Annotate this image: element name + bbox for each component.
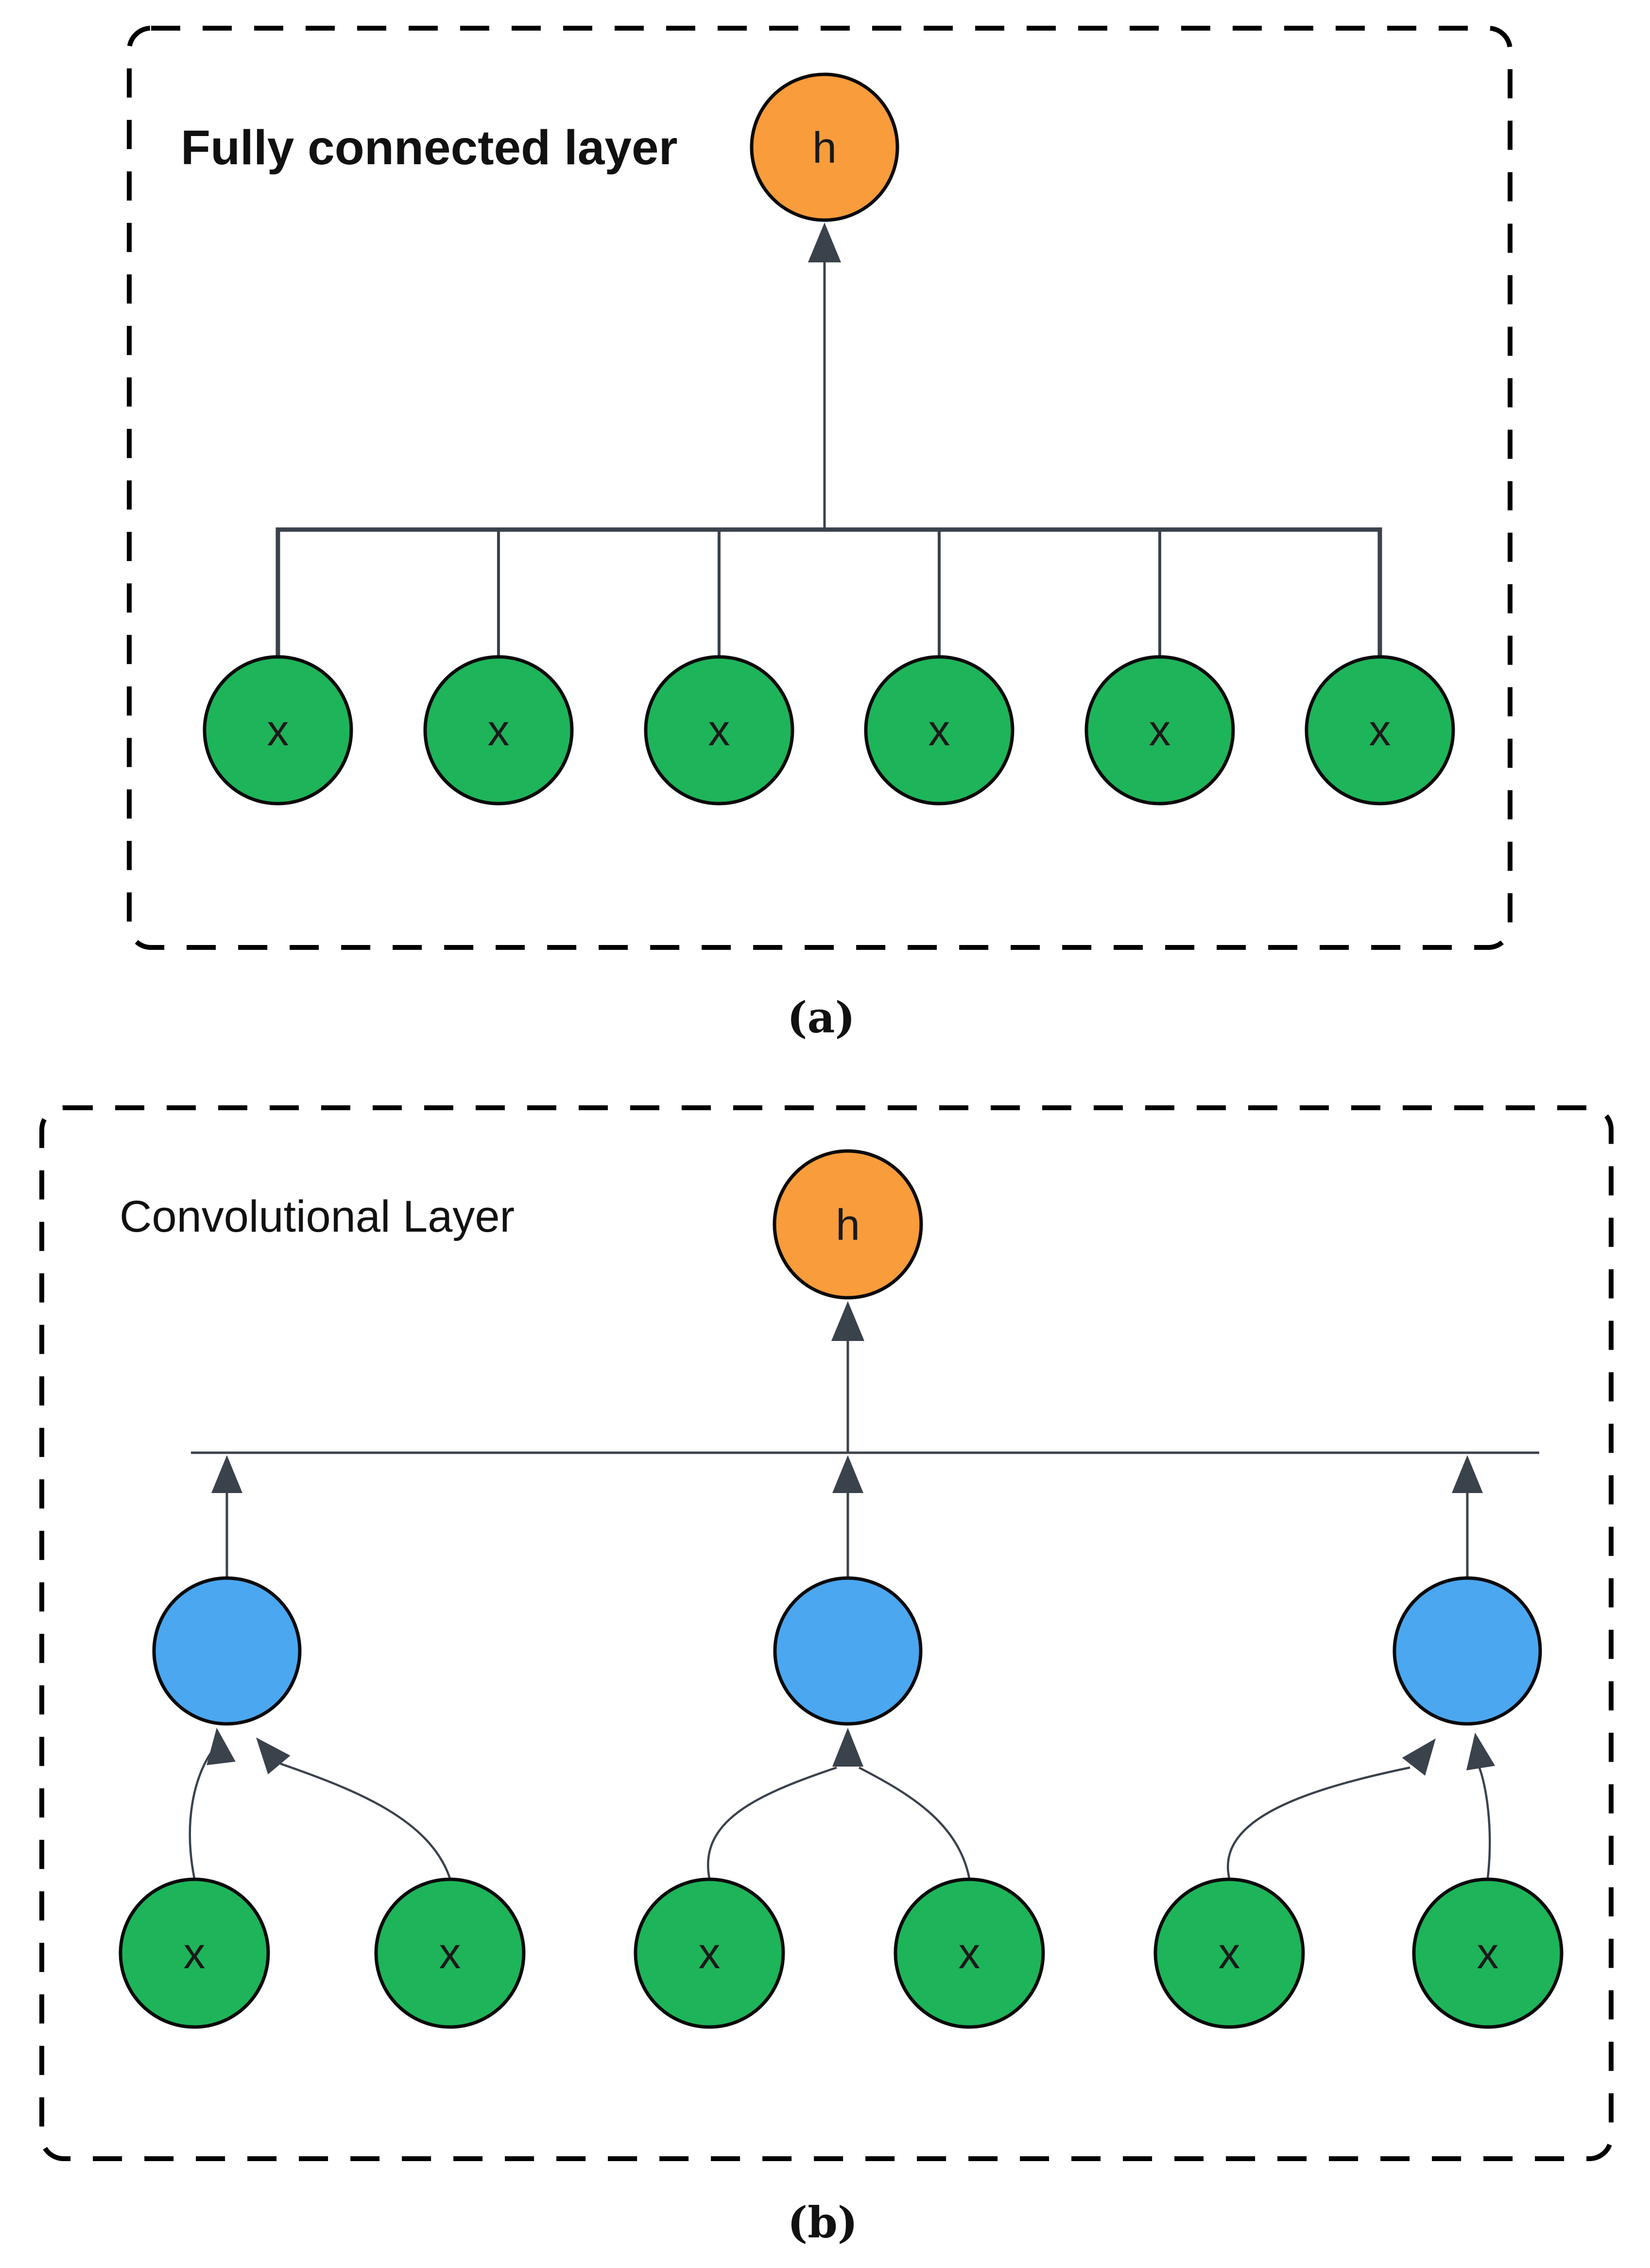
input-node-b-6	[1412, 1877, 1564, 2029]
input-node-b-6-label: x	[1477, 1929, 1499, 1978]
feature-node-2	[773, 1576, 923, 1726]
panel-a-dashed-border	[127, 26, 1512, 950]
edge-x2-arrowhead	[256, 1737, 291, 1774]
panel-a: Fully connected layer h x x x x x x (a)	[127, 26, 1512, 1043]
input-node-a-1-label: x	[267, 706, 289, 755]
input-node-a-4-label: x	[928, 706, 950, 755]
input-node-b-2-label: x	[439, 1929, 461, 1978]
input-node-a-3-label: x	[708, 706, 730, 755]
panel-b-feature-risers	[211, 1455, 1483, 1578]
input-node-b-5	[1153, 1877, 1305, 2029]
input-node-b-4-label: x	[959, 1929, 980, 1978]
edge-x4-to-f2	[858, 1767, 971, 1879]
input-node-b-3	[634, 1877, 785, 2029]
input-node-a-6-label: x	[1369, 706, 1391, 755]
panel-b-hidden-node	[773, 1149, 923, 1300]
panel-a-hidden-node	[750, 72, 899, 222]
input-node-a-1	[203, 655, 353, 806]
panel-b-input-edges	[189, 1728, 1495, 1879]
feature-node-1	[152, 1576, 302, 1726]
feature-riser-1-arrowhead	[211, 1455, 242, 1493]
panel-b-input-nodes: x x x x x x	[119, 1877, 1564, 2029]
panel-a-input-nodes: x x x x x x	[203, 655, 1455, 806]
feature-node-3	[1392, 1576, 1542, 1726]
feature-riser-3-arrowhead	[1452, 1455, 1483, 1493]
edge-x5-arrowhead	[1402, 1738, 1436, 1776]
input-node-a-2-label: x	[488, 706, 510, 755]
edge-x6-to-f3	[1478, 1766, 1491, 1879]
panel-b-arrowhead-to-h	[831, 1301, 864, 1341]
input-node-a-4	[864, 655, 1014, 806]
edge-x1-to-f1	[189, 1752, 212, 1879]
panel-a-hidden-node-label: h	[812, 124, 837, 172]
input-node-b-5-label: x	[1219, 1929, 1240, 1978]
input-node-b-1	[119, 1877, 270, 2029]
input-node-b-1-label: x	[184, 1929, 206, 1978]
panel-a-arrowhead-to-h	[808, 223, 841, 262]
panel-a-connector-bracket	[275, 527, 1382, 657]
input-node-a-5-label: x	[1149, 706, 1171, 755]
input-node-a-5	[1084, 655, 1235, 806]
edge-x3-to-f2	[707, 1766, 837, 1879]
panel-b-hidden-node-label: h	[836, 1201, 860, 1250]
input-node-a-3	[644, 655, 794, 806]
input-node-b-3-label: x	[699, 1929, 721, 1978]
panel-b-feature-nodes	[152, 1576, 1542, 1726]
feature-riser-2-arrowhead	[832, 1455, 863, 1493]
input-node-a-6	[1305, 655, 1455, 806]
panel-a-title: Fully connected layer	[181, 120, 678, 175]
panel-b: Convolutional Layer h	[39, 1105, 1614, 2248]
panel-b-dashed-border	[39, 1105, 1614, 2161]
edge-x3-x4-arrowhead	[832, 1728, 863, 1767]
input-node-b-4	[894, 1877, 1045, 2029]
edge-x6-arrowhead	[1466, 1733, 1495, 1770]
panel-b-caption: (b)	[788, 2197, 858, 2248]
edge-x1-arrowhead	[206, 1728, 236, 1766]
panel-b-title: Convolutional Layer	[120, 1192, 515, 1241]
edge-x5-to-f3	[1227, 1766, 1410, 1879]
input-node-a-2	[423, 655, 574, 806]
edge-x2-to-f1	[280, 1762, 451, 1879]
panel-a-caption: (a)	[787, 992, 855, 1043]
input-node-b-2	[374, 1877, 526, 2029]
